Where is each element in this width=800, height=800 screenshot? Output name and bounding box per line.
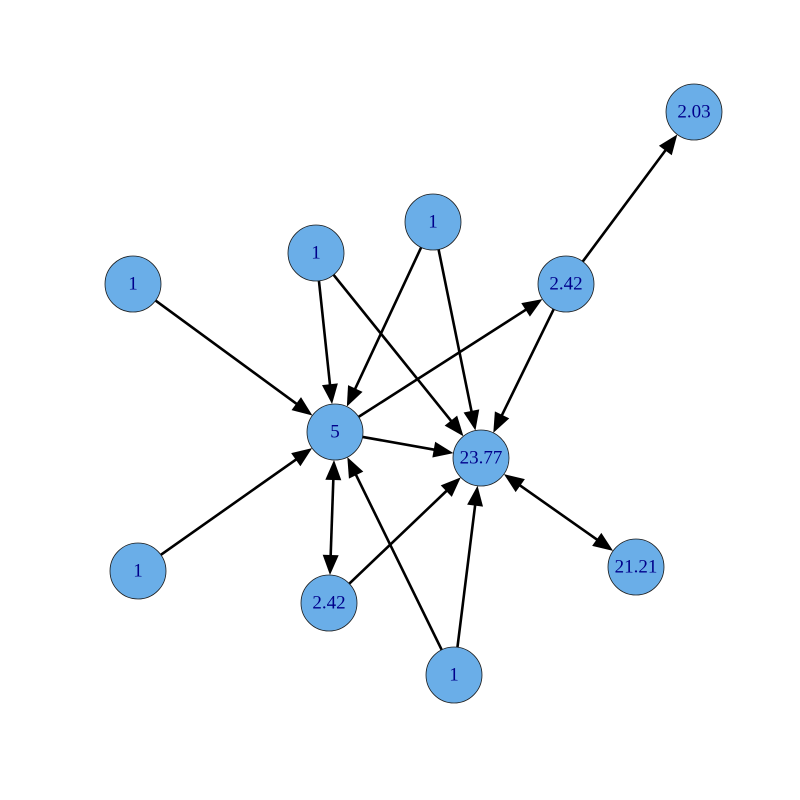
node-label: 23.77 xyxy=(460,448,503,469)
node-circle xyxy=(306,403,364,461)
edge-line xyxy=(500,308,555,418)
edge-n1a-to-n5 xyxy=(154,299,313,416)
edge-line xyxy=(437,249,474,414)
edge-line xyxy=(581,148,668,263)
edge-line xyxy=(456,503,477,648)
arrow-head-icon xyxy=(444,415,464,437)
edge-line xyxy=(332,273,454,423)
edge-n242a-to-n203 xyxy=(581,134,678,263)
arrow-head-icon xyxy=(432,441,454,458)
node-label: 2.42 xyxy=(549,274,582,295)
edge-n1c-to-n2377 xyxy=(437,249,480,431)
node-n2121: 21.21 xyxy=(607,538,665,596)
edge-n2377-to-n2121 xyxy=(503,474,614,551)
edge-line xyxy=(329,477,335,558)
node-label: 1 xyxy=(449,665,459,686)
node-n1d: 1 xyxy=(109,542,167,600)
arrow-head-icon xyxy=(347,457,364,479)
arrow-head-icon xyxy=(291,448,313,467)
node-n1c: 1 xyxy=(404,193,462,251)
node-circle xyxy=(607,538,665,596)
node-n1e: 1 xyxy=(425,646,483,704)
arrow-head-icon xyxy=(463,409,480,431)
node-n242a: 2.42 xyxy=(537,255,595,313)
node-circle xyxy=(665,83,723,141)
arrow-head-icon xyxy=(325,459,342,481)
arrow-head-icon xyxy=(658,134,678,156)
node-label: 1 xyxy=(133,561,143,582)
node-circle xyxy=(104,255,162,313)
edge-line xyxy=(348,488,449,585)
arrow-head-icon xyxy=(503,474,525,493)
node-label: 2.42 xyxy=(312,593,345,614)
arrow-head-icon xyxy=(493,411,510,433)
arrow-head-icon xyxy=(322,554,339,576)
node-circle xyxy=(537,255,595,313)
node-label: 1 xyxy=(428,212,438,233)
node-n2377: 23.77 xyxy=(452,429,510,487)
edge-n242b-to-n2377 xyxy=(348,477,461,585)
edge-n1b-to-n2377 xyxy=(332,273,464,437)
arrow-head-icon xyxy=(592,532,614,551)
node-n5: 5 xyxy=(306,403,364,461)
node-circle xyxy=(109,542,167,600)
edge-n5-to-n242a xyxy=(357,299,543,418)
edge-n1e-to-n2377 xyxy=(456,485,484,648)
arrow-head-icon xyxy=(346,385,363,407)
node-label: 5 xyxy=(330,422,340,443)
arrow-head-icon xyxy=(521,299,543,317)
edge-line xyxy=(362,435,436,452)
node-circle xyxy=(300,574,358,632)
edge-line xyxy=(353,246,423,391)
arrow-head-icon xyxy=(440,477,461,497)
edges-layer xyxy=(154,134,678,651)
arrow-head-icon xyxy=(321,383,338,405)
node-n203: 2.03 xyxy=(665,83,723,141)
node-label: 2.03 xyxy=(677,102,710,123)
node-circle xyxy=(425,646,483,704)
arrow-head-icon xyxy=(291,397,313,416)
node-circle xyxy=(404,193,462,251)
edge-n242a-to-n2377 xyxy=(493,308,555,433)
node-circle xyxy=(452,429,510,487)
node-n242b: 2.42 xyxy=(300,574,358,632)
node-label: 1 xyxy=(311,243,321,264)
edge-line xyxy=(354,472,443,651)
node-n1a: 1 xyxy=(104,255,162,313)
edge-line xyxy=(357,307,528,418)
node-n1b: 1 xyxy=(287,224,345,282)
edge-n1d-to-n5 xyxy=(160,448,313,556)
node-circle xyxy=(287,224,345,282)
edge-line xyxy=(154,299,299,406)
edge-n1b-to-n5 xyxy=(317,280,338,405)
nodes-layer: 5 23.77 2.42 2.42 2.03 21.21 1 1 1 1 1 xyxy=(104,83,723,704)
arrow-head-icon xyxy=(467,485,484,507)
edge-n5-to-n2377 xyxy=(362,435,454,458)
edge-line xyxy=(160,457,299,556)
edge-n1c-to-n5 xyxy=(346,246,423,407)
edge-line xyxy=(317,280,332,387)
edge-line xyxy=(517,483,600,542)
edge-n5-to-n242b xyxy=(322,459,342,576)
edge-n1e-to-n5 xyxy=(347,457,443,651)
node-label: 1 xyxy=(128,274,138,295)
node-label: 21.21 xyxy=(615,557,658,578)
